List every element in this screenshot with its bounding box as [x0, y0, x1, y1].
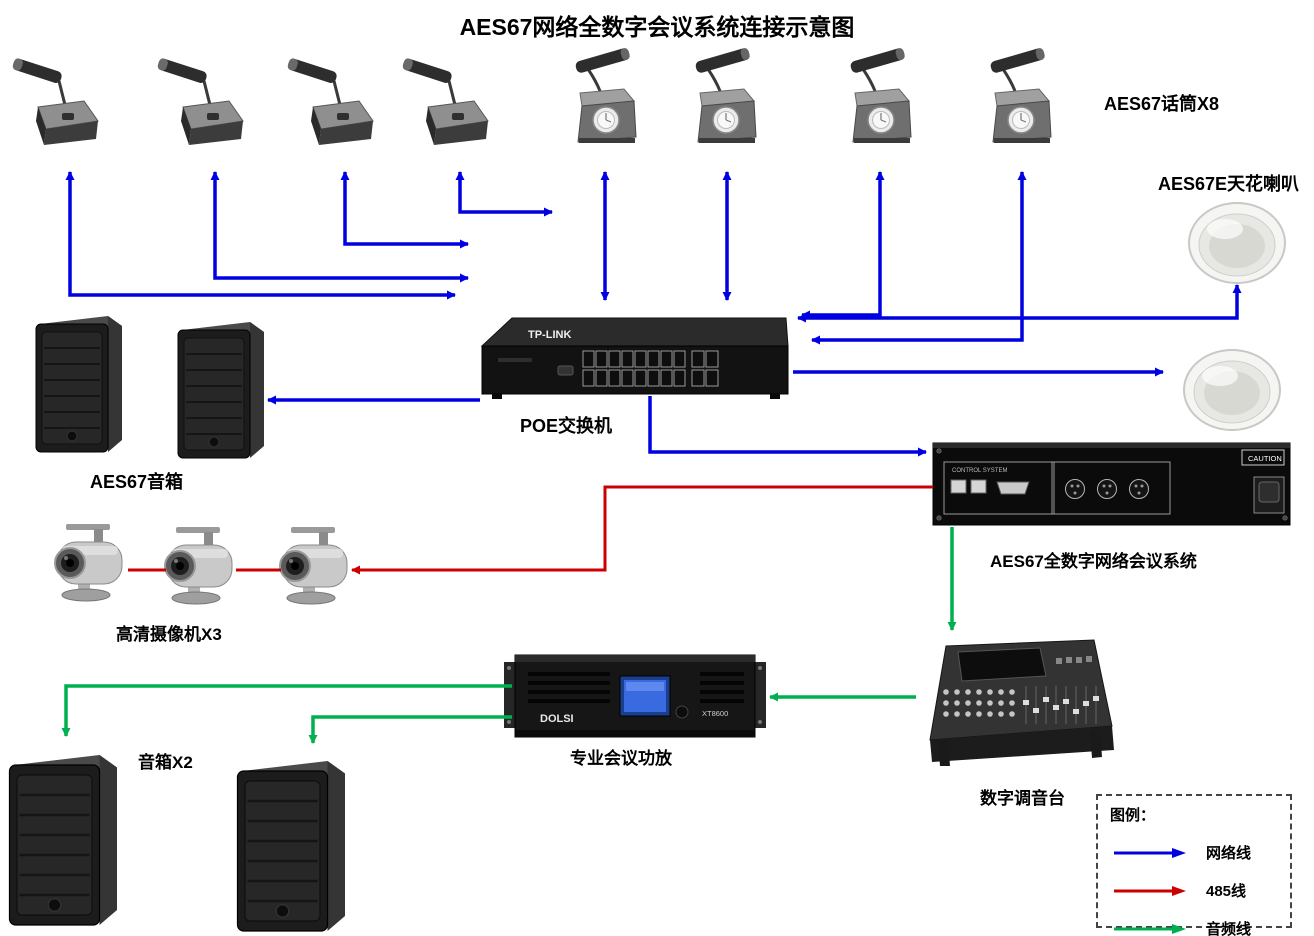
audio-cable-speaker-1: [61, 684, 512, 737]
legend-item-485: 485线: [1110, 880, 1278, 901]
label-speakers: 音箱X2: [138, 753, 193, 772]
audio-cables: [61, 527, 957, 744]
conference-mic-6: [693, 45, 758, 145]
caution-text: CAUTION: [1248, 454, 1282, 463]
conference-mic-5: [573, 45, 638, 145]
hd-camera-3: [279, 526, 348, 605]
arrow-right-icon: [1172, 847, 1186, 858]
ceiling-speaker-2: [1183, 349, 1281, 431]
audio-line-sample: [1114, 923, 1186, 934]
conference-mic-4: [400, 55, 490, 147]
network-cable-mic8: [811, 171, 1027, 345]
conference-mic-8: [988, 45, 1053, 145]
poe-switch-device: TP-LINK: [480, 317, 789, 399]
aes67-speaker-1: [35, 315, 123, 453]
network-cable-conference-system: [648, 396, 927, 457]
legend-title: 图例：: [1110, 807, 1156, 824]
room-speaker-2: [236, 759, 347, 933]
conference-mic-2: [155, 55, 245, 147]
page-title: AES67网络全数字会议系统连接示意图: [459, 14, 855, 40]
amp-brand-text: DOLSI: [540, 713, 574, 725]
arrow-right-icon: [1172, 885, 1186, 896]
conference-system-device: CONTROL SYSTEM CAUTION: [932, 442, 1291, 526]
switch-brand-text: TP-LINK: [528, 329, 571, 341]
label-aes67-speakers: AES67音箱: [90, 472, 184, 492]
legend-item-label: 网络线: [1206, 845, 1252, 862]
network-cable-mic4: [455, 171, 553, 217]
label-conference-system: AES67全数字网络会议系统: [990, 552, 1197, 571]
audio-cable-speaker-2: [308, 715, 512, 744]
legend-item-label: 485线: [1206, 883, 1247, 900]
amp-model-text: XT8600: [702, 709, 728, 718]
network-cable-mic3: [340, 171, 469, 249]
network-cable-mic2: [210, 171, 469, 283]
network-cable-mic1: [65, 171, 456, 300]
room-speaker-1: [8, 753, 119, 927]
conference-mic-1: [10, 55, 100, 147]
conference-mic-7: [848, 45, 913, 145]
legend-box: 图例： 网络线 485线 音频线: [1096, 794, 1292, 936]
legend-item-audio: 音频线: [1110, 918, 1278, 936]
network-cables: [65, 171, 1242, 457]
aes67-speaker-2: [177, 321, 265, 459]
legend-item-network: 网络线: [1110, 842, 1278, 863]
network-line-sample: [1114, 847, 1186, 858]
conference-mic-3: [285, 55, 375, 147]
label-cameras: 高清摄像机X3: [116, 625, 222, 644]
label-poe-switch: POE交换机: [520, 416, 613, 436]
label-amplifier: 专业会议功放: [570, 749, 672, 768]
rs485-cable-cameras: [351, 485, 933, 575]
amplifier-device: DOLSI XT8600: [504, 654, 766, 738]
rs485-cables: [128, 485, 933, 575]
control-system-text: CONTROL SYSTEM: [952, 468, 1007, 474]
hd-camera-1: [54, 523, 123, 602]
label-ceiling-speakers: AES67E天花喇叭: [1158, 174, 1300, 194]
hd-camera-2: [164, 526, 233, 605]
ceiling-speaker-1: [1188, 202, 1286, 284]
legend-item-label: 音频线: [1206, 921, 1252, 936]
mixer-device: [929, 639, 1114, 766]
rs485-line-sample: [1114, 885, 1186, 896]
label-microphones: AES67话筒X8: [1104, 94, 1220, 114]
arrow-right-icon: [1172, 923, 1186, 934]
network-cable-ceiling-speaker-1: [797, 284, 1242, 323]
label-mixer: 数字调音台: [980, 789, 1065, 808]
network-cable-mic7: [801, 171, 885, 320]
